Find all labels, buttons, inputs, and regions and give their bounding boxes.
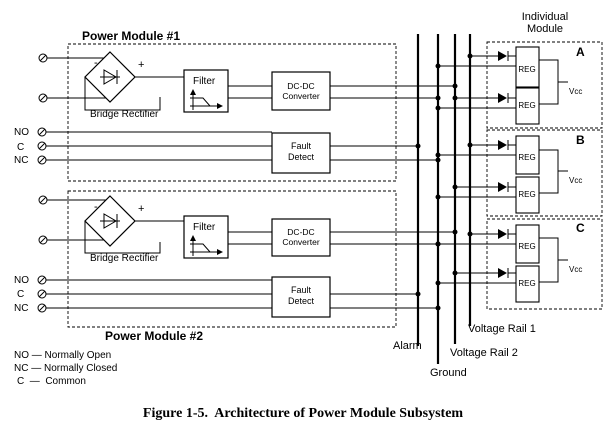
module-c-boundary [486,218,603,310]
fault-label-2b: Detect [288,296,315,306]
module-c-vcc: Vcc [569,265,582,274]
terminal-no-2: NO [14,275,29,286]
bridge-minus-1: - [94,57,98,69]
dcdc-label-1a: DC-DC [287,81,314,91]
power-module-1: Power Module #1 - + Bridge Rectifier [38,29,455,182]
dcdc-label-2b: Converter [282,237,319,247]
bridge-rectifier-2 [84,195,136,247]
individual-module-header: Individual [522,11,568,23]
ground-label: Ground [430,367,467,379]
bridge-plus-2: + [138,203,144,215]
module-b-boundary [486,129,603,217]
dcdc-label-2a: DC-DC [287,227,314,237]
bridge-rectifier-1 [84,51,136,103]
terminal-nc-1: NC [14,155,28,166]
fault-label-1a: Fault [291,141,312,151]
dcdc-converter-2 [271,218,331,257]
ac-input-terminal-2b [38,235,48,245]
fault-label-2a: Fault [291,285,312,295]
reg-a2-label: REG [518,101,535,110]
terminal-c-1: C [17,142,24,153]
ac-input-terminal-1a [38,53,48,63]
relay-terminals-2 [37,275,47,313]
voltage-rail-1-label: Voltage Rail 1 [468,323,536,335]
reg-a2 [515,87,540,125]
voltage-rail-2-label: Voltage Rail 2 [450,347,518,359]
bridge-minus-2: - [94,201,98,213]
filter-block-2 [183,215,229,259]
power-module-1-boundary [67,43,397,182]
power-module-2-boundary [67,190,397,328]
module-b: B REG REG Vcc [438,129,603,217]
module-c-letter: C [576,221,585,235]
ac-input-terminal-1b [38,93,48,103]
relay-terminals-1 [37,127,47,165]
junction-dots [415,53,473,311]
bus-lines [416,34,472,364]
figure-caption: Figure 1-5. Architecture of Power Module… [143,406,463,421]
reg-c2 [515,265,540,303]
legend-nc: NC — Normally Closed [14,363,117,374]
fault-detect-2 [271,276,331,318]
reg-a1-label: REG [518,65,535,74]
ac-input-terminal-2a [38,195,48,205]
reg-c1-label: REG [518,242,535,251]
reg-b1-label: REG [518,153,535,162]
reg-a1 [515,46,540,88]
module-a-letter: A [576,45,585,59]
power-module-2-title: Power Module #2 [105,329,203,343]
legend-no: NO — Normally Open [14,350,111,361]
individual-module-header-line2: Module [527,23,563,35]
dcdc-label-1b: Converter [282,91,319,101]
module-b-vcc: Vcc [569,176,582,185]
filter-block-1 [183,69,229,113]
terminal-c-2: C [17,289,24,300]
reg-c2-label: REG [518,279,535,288]
filter-label-1: Filter [193,76,216,87]
legend: NO — Normally Open NC — Normally Closed … [14,350,117,387]
fault-label-1b: Detect [288,152,315,162]
module-b-letter: B [576,133,585,147]
fault-detect-1 [271,132,331,174]
reg-b2 [515,176,540,214]
legend-c: C — Common [17,376,86,387]
alarm-label: Alarm [393,340,422,352]
reg-b2-label: REG [518,190,535,199]
terminal-nc-2: NC [14,303,28,314]
dcdc-converter-1 [271,71,331,111]
module-a-vcc: Vcc [569,87,582,96]
module-a-boundary [486,41,603,129]
power-module-1-title: Power Module #1 [82,29,180,43]
module-c: C REG REG Vcc [438,218,603,310]
bridge-rectifier-2-label: Bridge Rectifier [90,253,159,264]
filter-label-2: Filter [193,222,216,233]
power-module-2: Power Module #2 - + Bridge Rectifier [38,190,455,343]
terminal-no-1: NO [14,127,29,138]
bridge-plus-1: + [138,59,144,71]
module-a: A REG REG Vcc [438,41,603,129]
bridge-rectifier-1-label: Bridge Rectifier [90,109,159,120]
